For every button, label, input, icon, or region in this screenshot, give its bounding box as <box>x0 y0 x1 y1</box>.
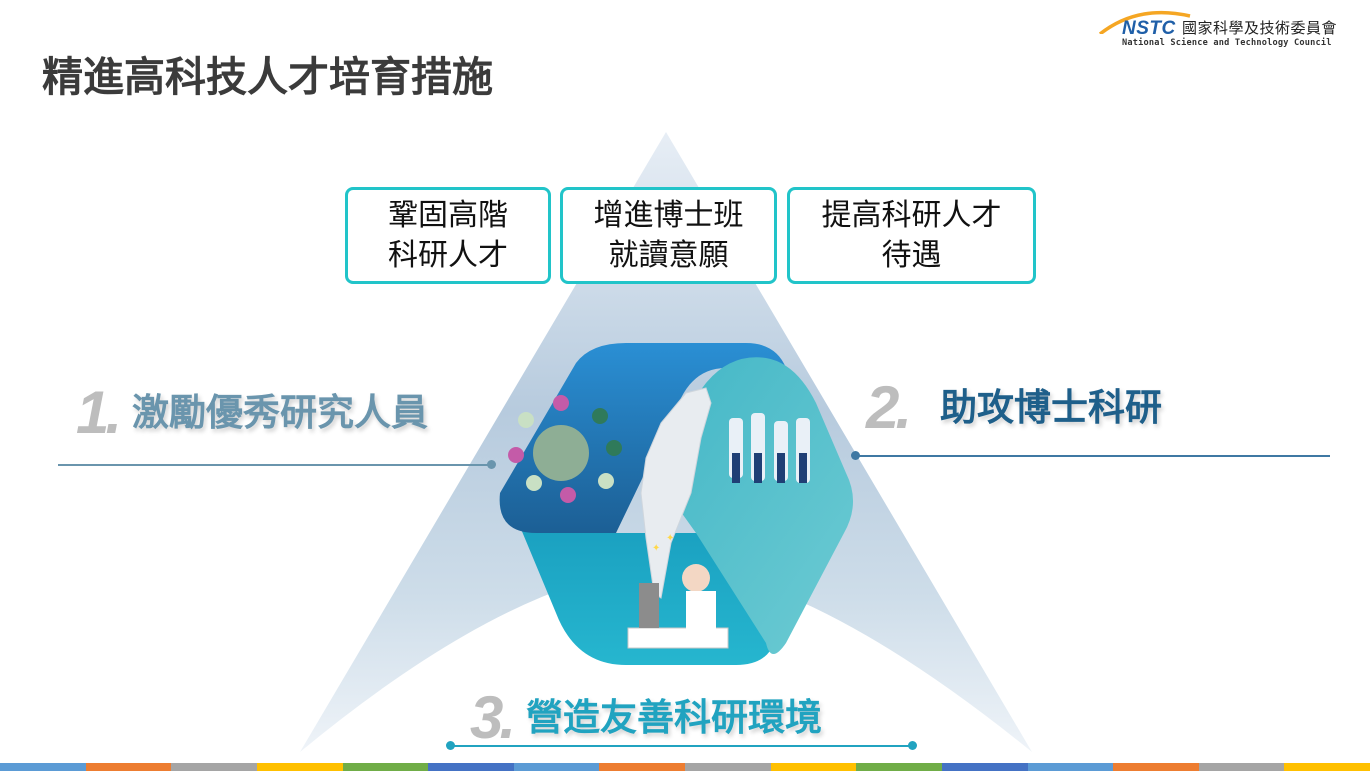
bottom-color-bar <box>0 763 1370 771</box>
measure-box-line1: 鞏固高階 <box>388 197 508 233</box>
bottom-bar-segment <box>513 763 600 771</box>
item3-connector-dot-left <box>446 741 455 750</box>
logo-acronym: NSTC <box>1122 18 1176 39</box>
segment-global-researchers <box>499 343 786 533</box>
measure-box-phd-enrollment: 增進博士班 就讀意願 <box>560 187 777 284</box>
logo-name-zh: 國家科學及技術委員會 <box>1182 19 1338 37</box>
item2-connector-dot <box>851 451 860 460</box>
item3-connector-dot-right <box>908 741 917 750</box>
bottom-bar-segment <box>428 763 514 771</box>
bottom-bar-segment <box>599 763 685 771</box>
item-label: 激勵優秀研究人員 <box>132 391 429 434</box>
item-motivate-researchers: 1. 激勵優秀研究人員 <box>76 383 428 443</box>
item-friendly-environment: 3. 營造友善科研環境 <box>470 688 822 748</box>
item-label: 營造友善科研環境 <box>526 696 823 739</box>
bottom-bar-segment <box>171 763 257 771</box>
item-label: 助攻博士科研 <box>940 386 1163 429</box>
globe-network-icon <box>508 395 622 503</box>
measure-box-retain-talent: 鞏固高階 科研人才 <box>345 187 551 284</box>
bottom-bar-segment <box>1198 763 1285 771</box>
page-title: 精進高科技人才培育措施 <box>42 53 493 101</box>
bottom-bar-segment <box>0 763 86 771</box>
bottom-bar-segment <box>85 763 172 771</box>
bottom-bar-segment <box>941 763 1028 771</box>
bottom-bar-segment <box>1284 763 1370 771</box>
measure-box-line1: 增進博士班 <box>593 197 744 233</box>
item1-connector-line <box>58 464 492 466</box>
lab-scientist-icon: ✦ ✦ <box>627 533 729 649</box>
item2-connector-line <box>855 455 1330 457</box>
item-number: 1. <box>76 379 122 446</box>
measure-box-improve-pay: 提高科研人才 待遇 <box>787 187 1036 284</box>
bottom-bar-segment <box>685 763 771 771</box>
measure-box-line2: 就讀意願 <box>608 237 729 273</box>
item-number: 2. <box>866 374 912 441</box>
center-ribbon-graphic: ✦ ✦ <box>499 343 854 665</box>
svg-text:✦: ✦ <box>652 543 660 554</box>
bottom-bar-segment <box>856 763 942 771</box>
nstc-logo[interactable]: NSTC 國家科學及技術委員會 National Science and Tec… <box>1098 10 1360 50</box>
svg-text:✦: ✦ <box>666 533 674 544</box>
measure-box-line1: 提高科研人才 <box>821 197 1002 233</box>
item3-connector-line <box>450 745 912 747</box>
measure-box-line2: 科研人才 <box>388 237 508 273</box>
logo-name-en: National Science and Technology Council <box>1122 38 1332 48</box>
item-support-phd-research: 2. 助攻博士科研 <box>866 378 1162 438</box>
item1-connector-dot <box>487 460 496 469</box>
item-number: 3. <box>470 684 516 751</box>
measure-box-line2: 待遇 <box>881 237 942 273</box>
bottom-bar-segment <box>1113 763 1199 771</box>
bottom-bar-segment <box>770 763 857 771</box>
scientists-group-icon <box>729 413 810 483</box>
bottom-bar-segment <box>1027 763 1114 771</box>
logo-arc-icon <box>1098 10 1191 34</box>
taiwan-map-icon <box>640 387 712 599</box>
bottom-bar-segment <box>342 763 429 771</box>
bottom-bar-segment <box>256 763 343 771</box>
